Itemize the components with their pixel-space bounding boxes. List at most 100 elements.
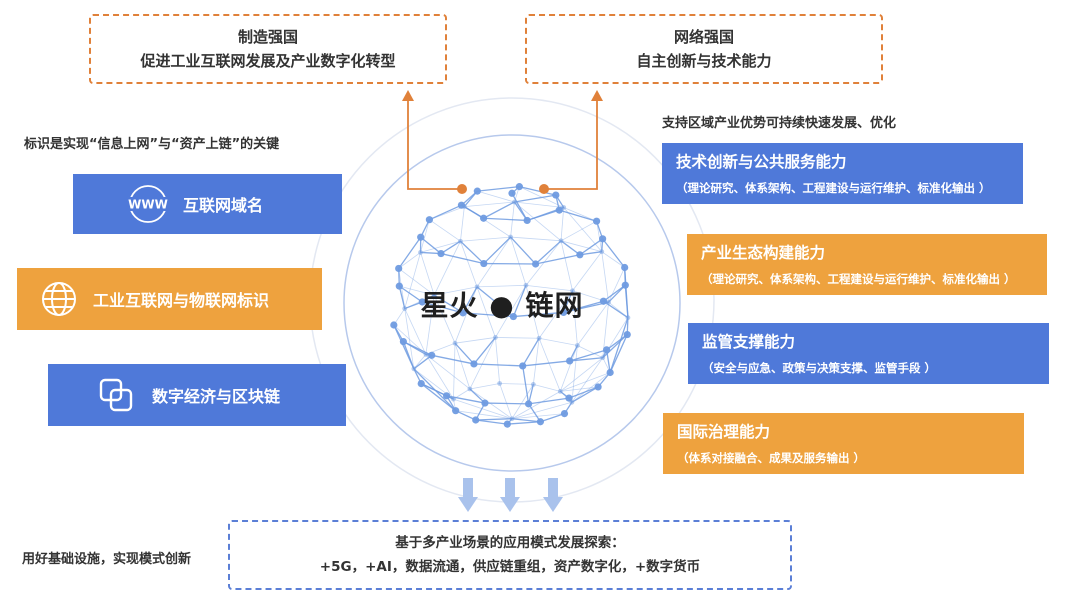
sphere-node [402,306,408,311]
arrow-up-right [591,90,603,101]
bottom-box-title: 基于多产业场景的应用模式发展探索： [395,535,625,551]
left-note: 标识是实现“信息上网”与“资产上链”的关键 [24,137,280,152]
sphere-node [425,216,434,224]
sphere-node [575,343,580,348]
sphere-edge [510,201,515,238]
sphere-edge [429,204,462,221]
sphere-edge [514,201,564,208]
sphere-edge [440,252,484,265]
sphere-node [459,309,467,317]
sphere-edge [495,337,540,339]
sphere-node [536,335,542,341]
sphere-edge [569,357,603,362]
top-left-subtitle: 促进工业互联网发展及产业数字化转型 [140,52,396,70]
sphere-edge [473,363,523,367]
sphere-edge [560,207,565,241]
sphere-edge [560,220,597,242]
sphere-node [417,233,425,241]
sphere-node [560,410,569,418]
sphere-edge [431,354,475,365]
sphere-edge [499,383,534,385]
sphere-node [473,187,481,195]
sphere-edge [398,252,421,269]
left-item-blockchain: 数字经济与区块链 [48,364,346,426]
sphere-edge [569,349,607,362]
sphere-node [519,362,527,370]
sphere-node [557,389,563,394]
sphere-edge [571,345,578,403]
sphere-edge [538,290,573,339]
sphere-node [472,416,480,424]
sphere-edge [463,206,484,219]
sphere-edge [433,241,461,296]
left-item-identifier-label: 工业互联网与物联网标识 [93,291,270,310]
sphere-edge [563,301,609,314]
sphere-node [565,394,573,402]
sphere-edge [525,285,540,339]
sphere-edge [563,207,597,222]
sphere-edge [404,308,415,369]
arrow-up-left [402,90,414,101]
sphere-edge [434,286,478,296]
sphere-edge [511,401,572,420]
sphere-node [561,205,567,210]
sphere-edge [514,194,556,203]
sphere-node [592,217,601,225]
sphere-node [606,299,611,305]
sphere-node [437,249,445,258]
sphere-edge [398,285,406,309]
sphere-edge [511,391,561,420]
sphere-edge [522,365,530,404]
sphere-node [480,259,488,268]
sphere-node [431,292,437,298]
sphere-edge [433,294,456,344]
sphere-node [558,238,564,244]
sphere-edge [420,240,461,253]
right-item-ecosystem-sub: （理论研究、体系架构、工程建设与运行维护、标准化输出 ） [701,271,1016,286]
top-left-title: 制造强国 [237,28,298,46]
right-item-governance-sub: （体系对接融合、成果及服务输出 ） [677,450,866,465]
sphere-node [511,199,517,205]
sphere-edge [533,384,561,392]
sphere-edge [528,397,570,405]
sphere-edge [398,285,423,303]
sphere-edge [608,284,626,303]
sphere-edge [560,240,581,256]
right-item-tech-sub: （理论研究、体系架构、工程建设与运行维护、标准化输出 ） [676,180,991,195]
top-right-title: 网络强国 [673,28,734,46]
right-item-governance: 国际治理能力 （体系对接融合、成果及服务输出 ） [663,413,1024,474]
sphere-edge [483,236,512,265]
sphere-edge [475,419,508,425]
sphere-node [467,386,473,392]
sphere-edge [577,301,609,346]
sphere-edge [413,354,427,370]
sphere-edge [453,388,471,400]
left-item-domain: WWW 互联网域名 [73,174,342,234]
sphere-edge [568,386,599,399]
sphere-node [625,315,631,321]
sphere-edge [469,388,513,420]
sphere-edge [522,360,570,367]
inner-ring [343,134,681,472]
sphere-edge [477,190,515,203]
sphere-edge [535,254,581,265]
sphere-edge [462,312,514,318]
sphere-node [566,357,574,365]
sphere-edge [571,372,611,403]
sphere-node [399,337,407,346]
sphere-node [508,189,516,197]
sphere-node [570,288,575,294]
sphere-edge [455,410,513,420]
sphere-edge [429,206,465,221]
sphere-edge [425,354,471,390]
sphere-edge [495,337,501,384]
right-item-regulation: 监管支撑能力 （安全与应急、政策与决策支撑、监管手段 ） [688,323,1049,384]
linked-squares-icon [94,375,138,415]
sphere-edge [413,354,433,370]
sphere-edge [422,301,464,314]
sphere-node [599,297,608,305]
sphere-edge [483,201,515,219]
sphere-edge [571,357,604,403]
sphere-node [606,368,614,377]
sphere-node [600,355,606,361]
